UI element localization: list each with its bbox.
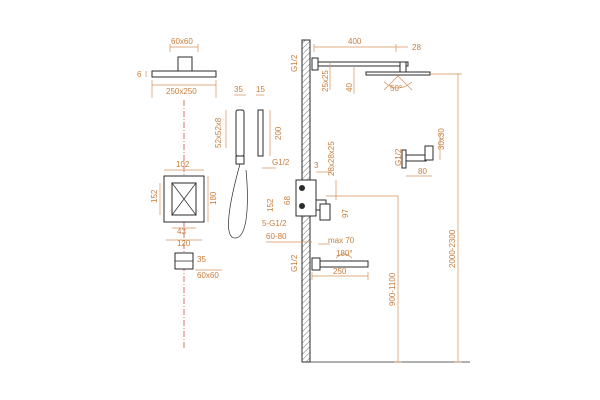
mixer-side-view: 3 28x28x25 152 68 97 5-G1/2 60-80 max 70 xyxy=(262,141,398,245)
label-box-h: 152 xyxy=(150,189,159,203)
head-plate-side xyxy=(151,70,217,78)
holder-cup xyxy=(424,145,434,161)
spout-top-view: 35 60x60 xyxy=(174,252,222,280)
label-g-half-a: G1/2 xyxy=(272,158,290,167)
wall-holder: 30x30 G1/2 80 xyxy=(394,128,446,177)
label-g-half-c: G1/2 xyxy=(394,148,403,166)
mixer-box-front: 102 152 180 43 120 xyxy=(150,160,218,248)
label-g-half-d: G1/2 xyxy=(290,254,299,272)
label-mix-68: 68 xyxy=(283,196,292,205)
label-arm-end: 28 xyxy=(412,43,421,52)
tub-spout: 180° G1/2 250 xyxy=(290,249,369,280)
label-spout-b: 60x60 xyxy=(197,271,219,280)
label-arm-h2: 40 xyxy=(345,83,354,92)
label-hand-len: 200 xyxy=(274,126,283,140)
label-spout-angle: 180° xyxy=(336,249,353,258)
hand-shower: 35 15 52x52x8 200 G1/2 xyxy=(214,85,290,239)
holder-arm xyxy=(405,154,427,162)
label-mix-b: 28x28x25 xyxy=(327,141,336,176)
label-mix-152: 152 xyxy=(266,198,275,212)
label-box-w: 102 xyxy=(176,160,190,169)
label-mix-max: max 70 xyxy=(328,236,355,245)
arm-flange xyxy=(311,57,319,71)
label-head-thk: 6 xyxy=(137,70,142,79)
hand-shower-side xyxy=(257,109,264,157)
shower-arm: 400 28 G1/2 25x25 40 50° xyxy=(290,37,431,94)
label-plate-size: 250x250 xyxy=(166,87,197,96)
label-holder-d: 80 xyxy=(418,167,427,176)
label-arm-h1: 25x25 xyxy=(321,70,330,92)
label-angle-50: 50° xyxy=(390,84,402,93)
hand-shower-connector xyxy=(235,155,245,165)
label-mix-thread: 5-G1/2 xyxy=(262,219,287,228)
label-height-total: 2000-2300 xyxy=(448,229,457,268)
label-box-d: 43 xyxy=(177,227,186,236)
label-arm-len: 400 xyxy=(348,37,362,46)
mixer-body xyxy=(295,179,317,217)
label-box-h2: 180 xyxy=(209,191,218,205)
spout-body xyxy=(319,260,369,268)
arm-joint xyxy=(399,61,407,73)
label-holder-size: 30x30 xyxy=(437,128,446,150)
rain-head-plate xyxy=(365,71,431,76)
arm-tube xyxy=(317,61,409,67)
hose xyxy=(228,163,248,239)
head-mount-square xyxy=(177,56,193,72)
mixer-lever xyxy=(319,203,331,221)
label-mix-depth: 60-80 xyxy=(266,232,287,241)
label-spout-len: 250 xyxy=(333,267,347,276)
mixer-knob-bottom xyxy=(299,203,305,209)
label-box-w2: 120 xyxy=(177,239,191,248)
label-hand-w2: 15 xyxy=(256,85,265,94)
label-spout-a: 35 xyxy=(197,255,206,264)
hand-shower-head xyxy=(235,109,245,157)
mixer-knob-top xyxy=(299,185,305,191)
label-head-size: 60x60 xyxy=(171,37,193,46)
label-hand-w: 35 xyxy=(234,85,243,94)
label-hand-size: 52x52x8 xyxy=(214,117,223,148)
label-g-half-b: G1/2 xyxy=(290,54,299,72)
label-height-spout: 900-1100 xyxy=(388,272,397,306)
label-mix-a: 3 xyxy=(314,161,319,170)
shower-head-top-view: 60x60 6 250x250 xyxy=(137,37,217,98)
label-mix-97: 97 xyxy=(341,209,350,218)
spout-flange xyxy=(311,257,321,271)
